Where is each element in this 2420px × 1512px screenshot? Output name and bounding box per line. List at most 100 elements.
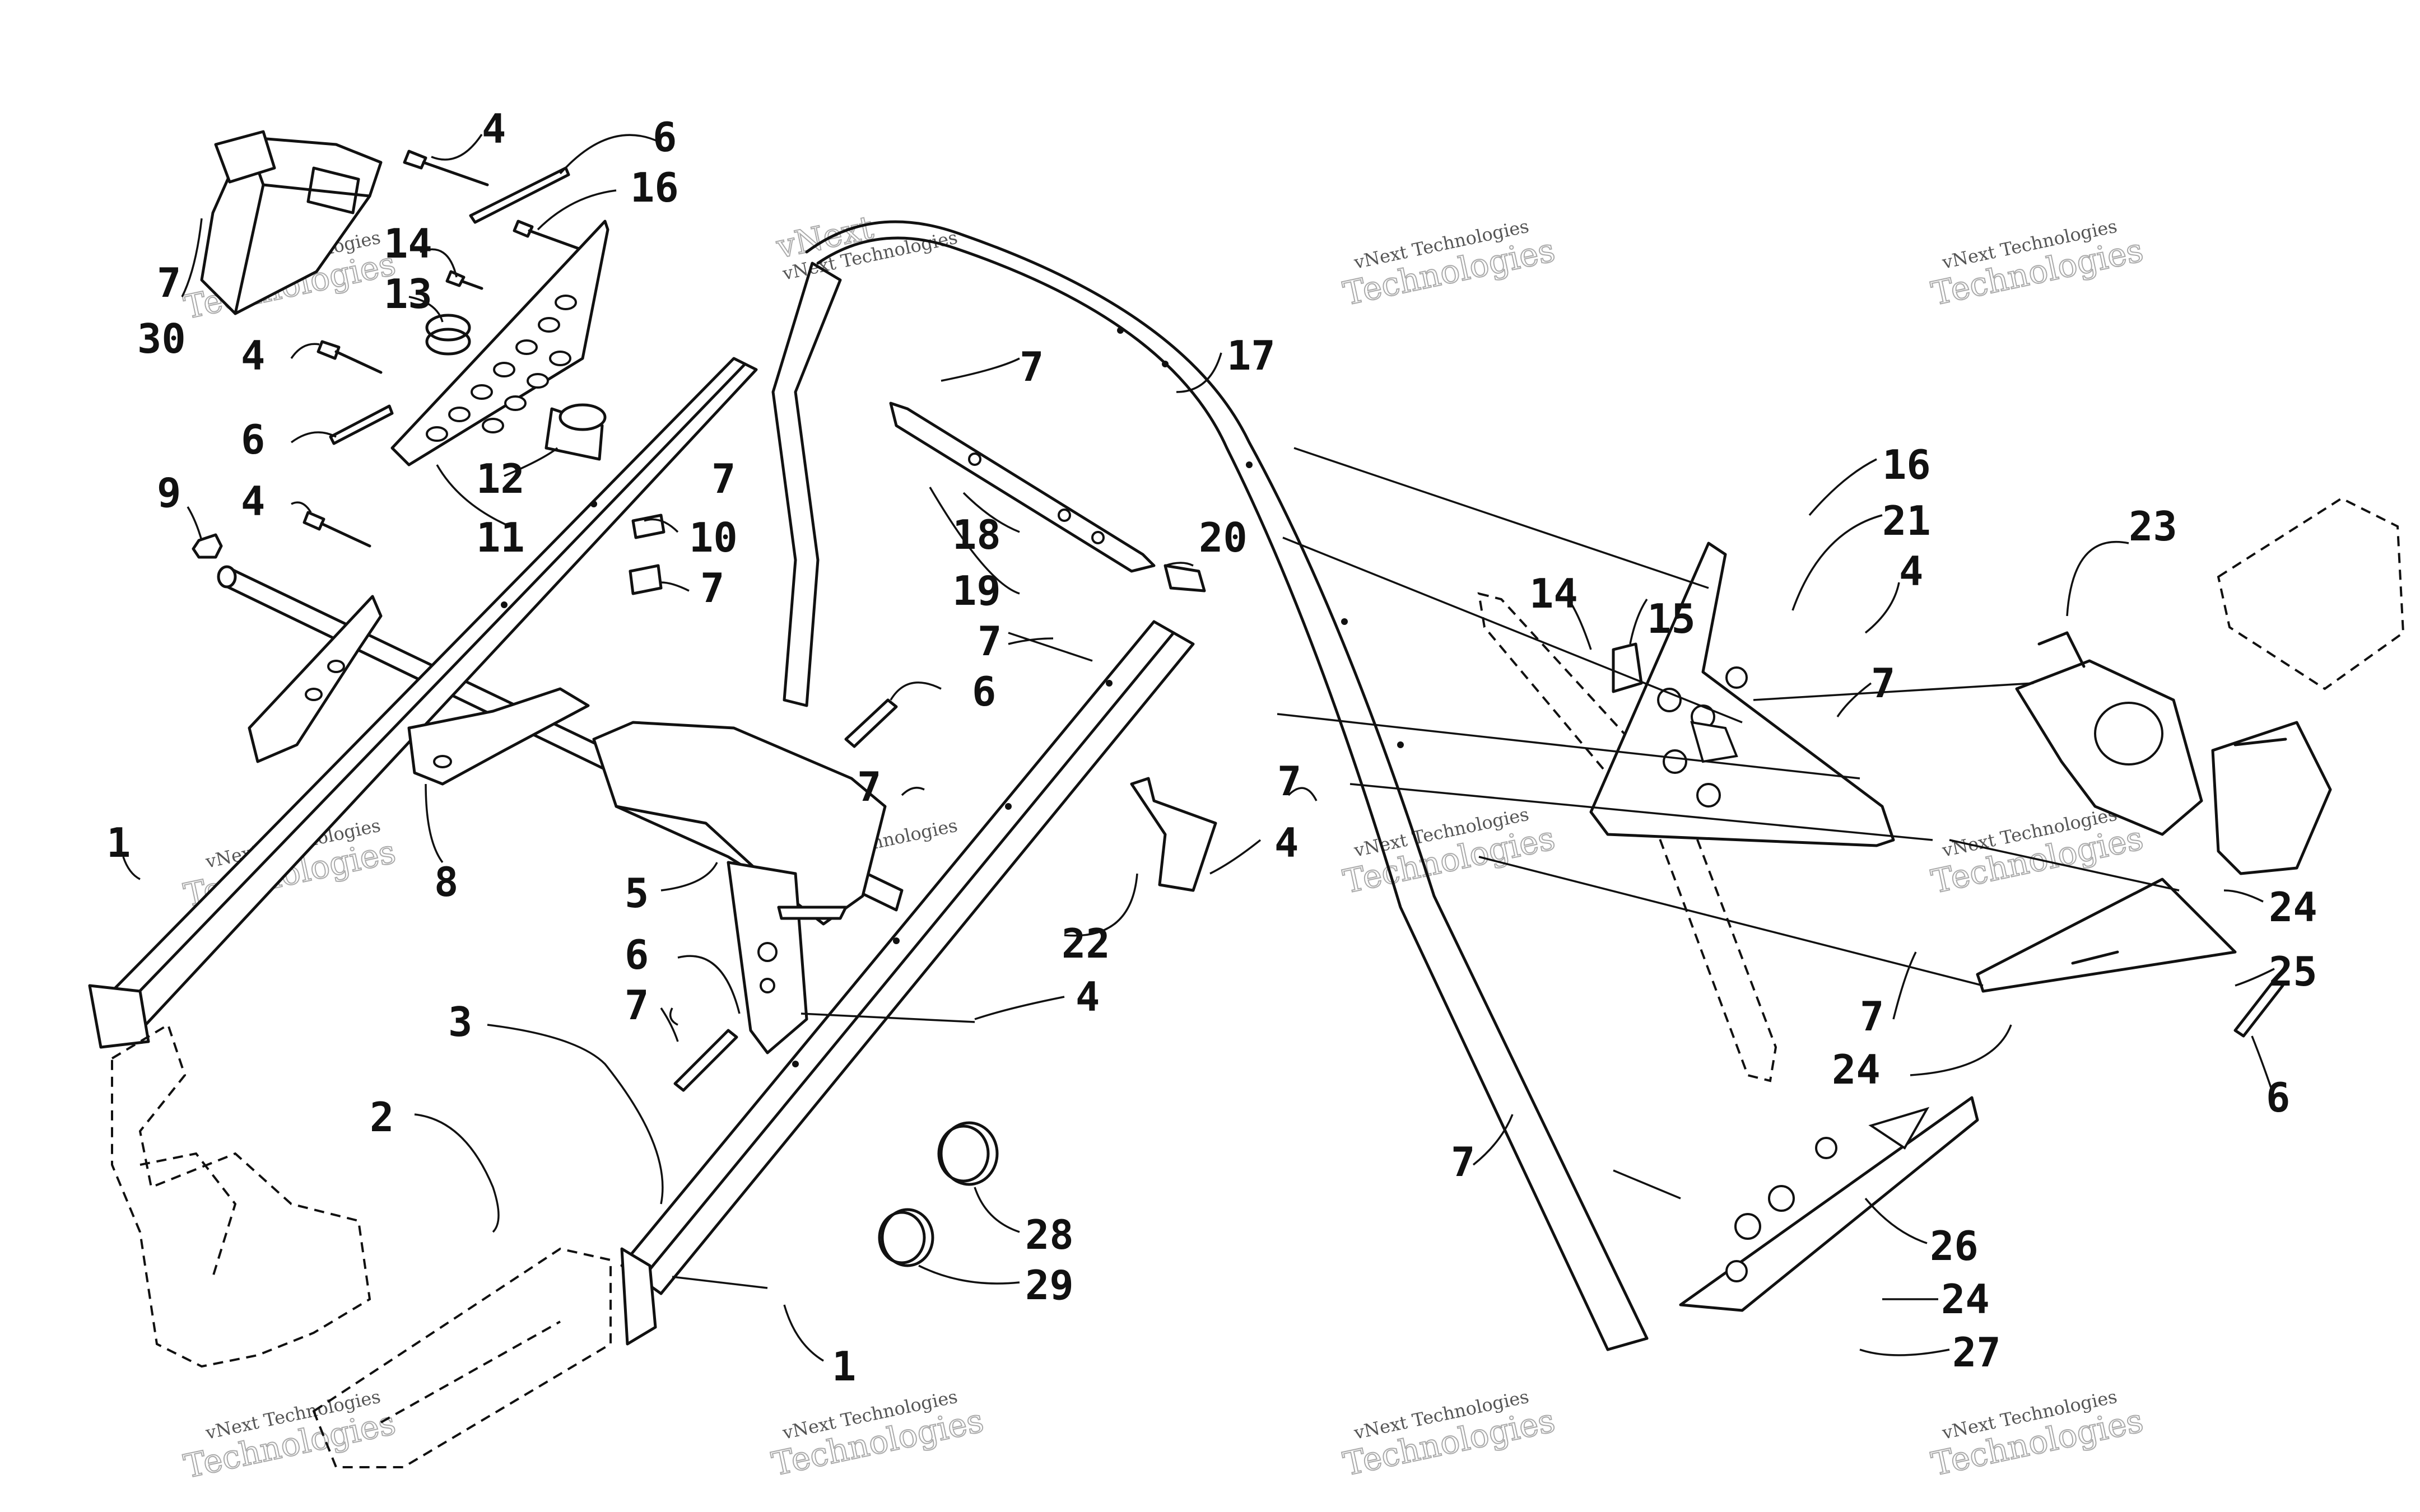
callout-label: 3 xyxy=(448,998,472,1046)
strap xyxy=(2233,978,2284,1038)
callout-label: 7 xyxy=(1860,993,1884,1040)
bolt xyxy=(302,511,371,548)
callout-label: 10 xyxy=(689,514,738,561)
callout-label: 15 xyxy=(1647,595,1696,642)
callout-label: 30 xyxy=(137,315,186,362)
leader-lines xyxy=(122,134,2275,1362)
watermark: vNext Technologies Technologies xyxy=(1339,1386,1559,1484)
callout-label: 14 xyxy=(384,220,432,267)
support-bracket xyxy=(248,595,590,786)
watermark: vNext Technologies Technologies xyxy=(180,1386,399,1486)
callout-label: 7 xyxy=(157,259,181,306)
callout-label: 17 xyxy=(1227,332,1276,379)
callout-label: 24 xyxy=(1941,1276,1990,1323)
mounting-bracket xyxy=(390,220,609,466)
lower-mount-reference xyxy=(312,1247,612,1468)
watermark: vNext Technologies vNext xyxy=(772,208,959,284)
callout-label: 21 xyxy=(1882,497,1931,544)
handle xyxy=(2211,721,2332,875)
callout-label: 11 xyxy=(476,514,525,561)
rail-reference xyxy=(1477,592,1777,1082)
callout-label: 7 xyxy=(1451,1138,1475,1186)
clamp-ring xyxy=(878,1208,934,1267)
relay xyxy=(544,403,607,461)
bulkhead-reference xyxy=(111,1023,371,1368)
callout-label: 16 xyxy=(1882,441,1931,488)
callout-label: 25 xyxy=(2269,948,2317,995)
callout-label: 24 xyxy=(2269,884,2317,931)
callout-label: 6 xyxy=(653,114,677,161)
clamp-ring xyxy=(937,1121,999,1186)
callout-label: 6 xyxy=(2266,1074,2290,1121)
watermark: vNext Technologies Technologies xyxy=(768,1386,988,1484)
callout-label: 4 xyxy=(1076,973,1100,1020)
module-reference xyxy=(2217,497,2405,690)
bolt xyxy=(513,220,590,254)
callout-label: 19 xyxy=(952,567,1001,614)
callout-label: 7 xyxy=(625,982,649,1029)
callout-label: 8 xyxy=(434,858,458,906)
callout-label: 7 xyxy=(978,618,1002,665)
callout-label: 6 xyxy=(241,416,265,463)
callout-label: 14 xyxy=(1529,570,1578,617)
callout-label: 27 xyxy=(1952,1329,2001,1376)
watermark: vNext Technologies Technologies xyxy=(1339,804,1559,902)
channel-bar-left xyxy=(88,357,758,1049)
callout-label: 4 xyxy=(1274,819,1299,866)
callout-label: 6 xyxy=(972,668,996,715)
callout-label: 23 xyxy=(2129,503,2177,550)
callout-label: 24 xyxy=(1832,1046,1881,1093)
callouts: 4 6 16 14 13 7 30 4 6 12 7 9 4 11 10 7 1… xyxy=(106,105,2317,1390)
bolt xyxy=(403,150,489,186)
center-mount xyxy=(592,721,887,1054)
clip xyxy=(629,514,666,595)
gusset-plate xyxy=(1679,1096,1979,1312)
roll-bar xyxy=(771,220,1649,1351)
strap xyxy=(469,166,570,224)
callout-label: 7 xyxy=(711,455,736,502)
callout-label: 16 xyxy=(630,164,679,211)
bolt xyxy=(445,270,483,290)
callout-label: 20 xyxy=(1199,514,1248,561)
strap xyxy=(673,1029,738,1092)
callout-label: 4 xyxy=(1899,548,1923,595)
callout-label: 7 xyxy=(1277,758,1301,805)
callout-label: 7 xyxy=(1020,343,1044,390)
bracket xyxy=(1130,777,1217,892)
callout-label: 9 xyxy=(157,469,181,516)
callout-label: 5 xyxy=(625,870,649,917)
bolt xyxy=(317,340,383,374)
callout-label: 22 xyxy=(1062,920,1110,967)
control-module xyxy=(200,130,383,315)
callout-label: 18 xyxy=(952,511,1001,558)
watermark: vNext Technologies Technologies xyxy=(1928,216,2147,314)
strap xyxy=(844,698,898,748)
watermark: vNext Technologies Technologies xyxy=(1339,216,1559,314)
callout-label: 4 xyxy=(241,478,265,525)
callout-label: 7 xyxy=(1871,660,1895,707)
corner-bracket xyxy=(1976,878,2237,993)
callout-label: 4 xyxy=(482,105,506,152)
wire-clip xyxy=(1612,642,1643,693)
side-plate xyxy=(1589,542,1895,847)
channel-bar-right xyxy=(620,620,1195,1346)
callout-label: 29 xyxy=(1025,1262,1074,1309)
callout-label: 1 xyxy=(832,1343,856,1390)
grommet xyxy=(425,314,471,356)
clip xyxy=(1164,564,1206,592)
callout-label: 28 xyxy=(1025,1211,1074,1258)
callout-label: 12 xyxy=(476,455,525,502)
arch-bracket xyxy=(889,402,1156,573)
callout-label: 2 xyxy=(370,1094,394,1141)
callout-label: 6 xyxy=(625,931,649,978)
callout-label: 7 xyxy=(625,982,649,1029)
callout-label: 1 xyxy=(106,819,131,866)
callout-label: 26 xyxy=(1930,1222,1979,1270)
nut xyxy=(192,533,223,559)
callout-label: 4 xyxy=(241,332,265,379)
callout-label: 7 xyxy=(700,564,724,612)
callout-label: 13 xyxy=(384,270,432,318)
strap xyxy=(329,404,394,445)
parts xyxy=(88,130,2405,1468)
